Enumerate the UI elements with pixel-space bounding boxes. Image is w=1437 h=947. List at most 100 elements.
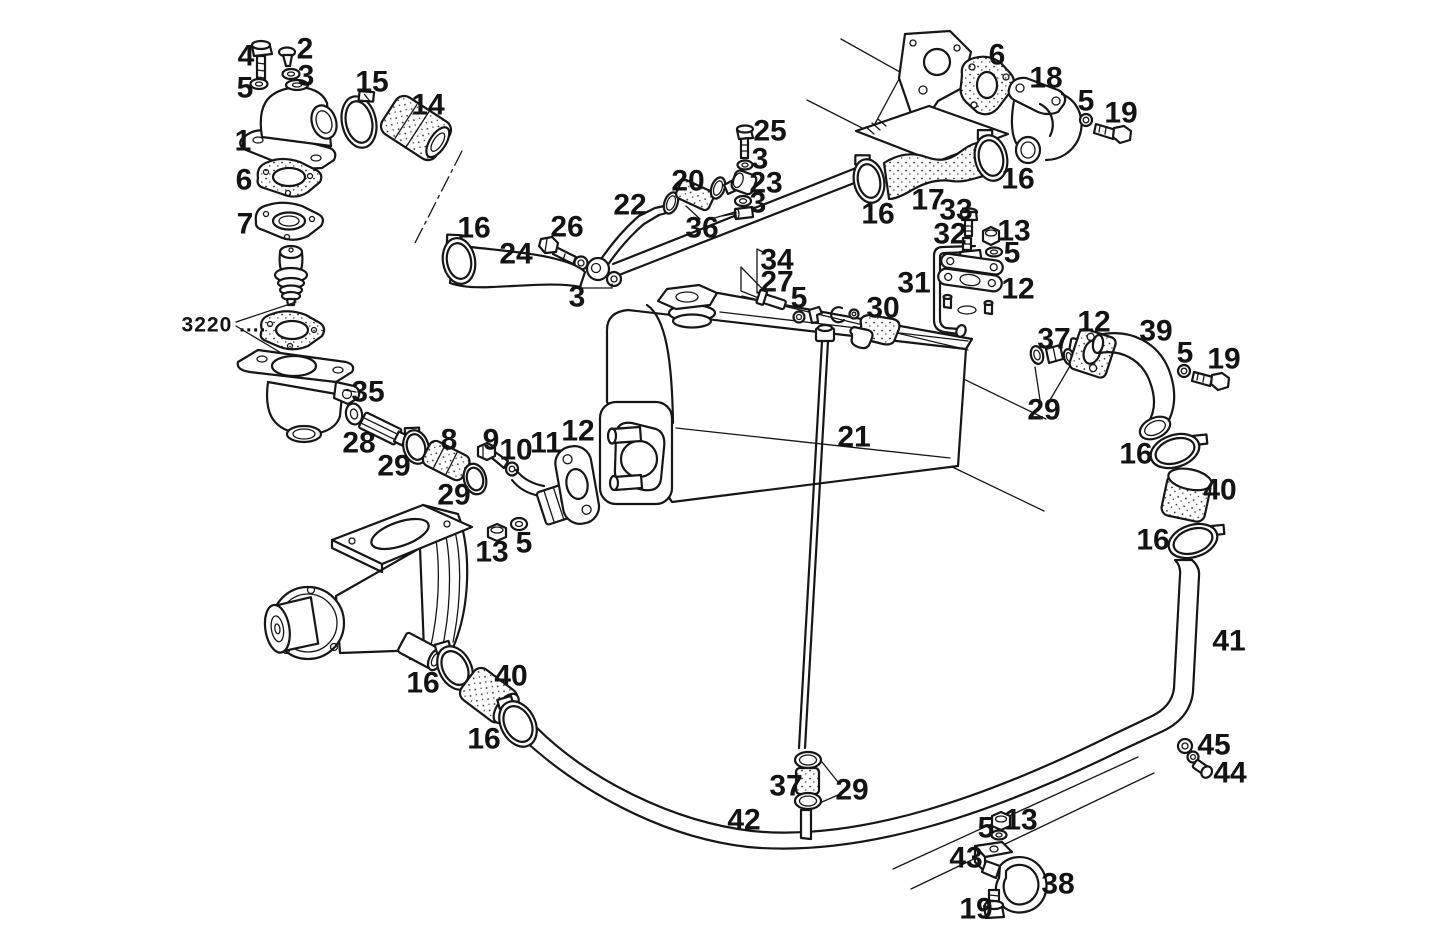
- washer-10: [504, 461, 520, 477]
- part-label-45: 45: [1197, 729, 1230, 762]
- part-label-29: 29: [835, 774, 868, 807]
- part-label-1: 1: [235, 125, 252, 158]
- hose-clamp-15: [340, 90, 378, 149]
- part-label-6: 6: [989, 39, 1006, 72]
- part-label-5: 5: [1177, 337, 1194, 370]
- washer-5-br: [990, 829, 1008, 841]
- tank-flange-assembly: [932, 207, 1004, 338]
- bolt-9: [476, 441, 510, 470]
- part-label-20: 20: [671, 165, 704, 198]
- part-label-18: 18: [1029, 62, 1062, 95]
- nut-under-23: [721, 205, 755, 221]
- hose-42-41: [521, 558, 1201, 850]
- part-label-5: 5: [1078, 85, 1095, 118]
- clamp-16-h17-left: [852, 154, 886, 204]
- part-label-9: 9: [483, 424, 500, 457]
- part-label-37: 37: [769, 770, 802, 803]
- part-label-39: 39: [1139, 315, 1172, 348]
- part-label-16: 16: [406, 667, 439, 700]
- engine-bracket: [854, 29, 1010, 164]
- bolt-19-tr: [1092, 122, 1133, 145]
- strap-clip: [830, 306, 846, 324]
- centerline-dash: [414, 150, 463, 244]
- strap-bolt: [755, 288, 787, 311]
- gasket-12-left: [554, 445, 601, 525]
- part-label-3: 3: [569, 281, 586, 314]
- part-label-21: 21: [837, 421, 870, 454]
- lower-hose-run: [521, 558, 1214, 850]
- vent-pipe-assembly: [537, 124, 864, 289]
- strap-washer-5: [792, 310, 806, 324]
- hose-24: [448, 243, 587, 289]
- leader-36: [685, 205, 736, 220]
- small-hose-20-set: [662, 169, 758, 215]
- part-label-28: 28: [342, 427, 375, 460]
- expansion-tank: [598, 283, 974, 506]
- washer-5-elbow: [1176, 363, 1192, 379]
- thermostat-cover-assembly: [239, 39, 463, 244]
- part-label-16: 16: [467, 723, 500, 756]
- bolt-19-br: [982, 888, 1006, 920]
- part-label-16: 16: [1136, 524, 1169, 557]
- washer-45: [1176, 737, 1194, 755]
- part-label-41: 41: [1212, 625, 1245, 658]
- part-label-4: 4: [238, 40, 255, 73]
- part-label-29: 29: [437, 479, 470, 512]
- clamp-29-r1: [1029, 345, 1045, 365]
- sleeve-40-right: [1160, 467, 1213, 523]
- washer-3: [281, 67, 301, 81]
- part-label-6: 6: [236, 164, 253, 197]
- part-label-29: 29: [377, 450, 410, 483]
- part-label-40: 40: [494, 660, 527, 693]
- washer-3-upper: [736, 159, 754, 171]
- part-label-29: 29: [1027, 394, 1060, 427]
- bolt-25: [735, 124, 755, 160]
- part-label-3220-: 3220 ....: [182, 314, 267, 337]
- tank-strap-hardware: [719, 248, 969, 351]
- bracket-43: [973, 840, 1014, 874]
- part-label-16: 16: [1119, 438, 1152, 471]
- part-label-38: 38: [1041, 868, 1074, 901]
- pump-top-plate: [330, 503, 474, 566]
- bolt-26: [537, 235, 578, 266]
- tank-body: [605, 308, 968, 504]
- part-label-24: 24: [499, 238, 533, 271]
- washer-5-left: [509, 516, 529, 532]
- part-label-14: 14: [411, 89, 445, 122]
- part-label-8: 8: [441, 424, 458, 457]
- bolt-19-elbow: [1190, 370, 1231, 392]
- part-label-16: 16: [457, 212, 490, 245]
- upper-hose-assembly: [852, 55, 1133, 204]
- part-label-40: 40: [1203, 474, 1236, 507]
- pipe-31: [932, 244, 977, 336]
- leader-29-bottom: [821, 761, 839, 803]
- clamp-29-b: [462, 462, 488, 496]
- filler-cap: [656, 283, 719, 329]
- part-label-27: 27: [760, 266, 793, 299]
- part-label-16: 16: [1001, 163, 1034, 196]
- part-label-5: 5: [1004, 237, 1021, 270]
- clamp-16-pump-a: [433, 639, 474, 691]
- clamp-16-hose24: [441, 233, 477, 285]
- clamp-16-r2: [1167, 522, 1226, 560]
- part-label-33: 33: [939, 194, 972, 227]
- p-clamp-38: [980, 856, 1048, 914]
- thermostat: [273, 244, 309, 307]
- clamp-16-r1: [1149, 432, 1209, 470]
- part-label-13: 13: [997, 215, 1030, 248]
- part-label-10: 10: [499, 434, 532, 467]
- part-label-11: 11: [530, 427, 562, 460]
- seal-28: [344, 402, 364, 426]
- tank-studs: [942, 293, 994, 316]
- pump-outlet-couple: [433, 639, 538, 748]
- bypass-outlet-assembly: [236, 348, 601, 543]
- part-label-3: 3: [752, 143, 769, 176]
- bolt-33: [959, 207, 979, 238]
- leader-29-right: [1034, 365, 1071, 401]
- screw-2: [277, 46, 297, 68]
- gasket-12-top: [937, 267, 1003, 293]
- part-label-44: 44: [1213, 757, 1247, 790]
- part-label-12: 12: [1001, 273, 1034, 306]
- overflow-tube-21: [797, 323, 836, 750]
